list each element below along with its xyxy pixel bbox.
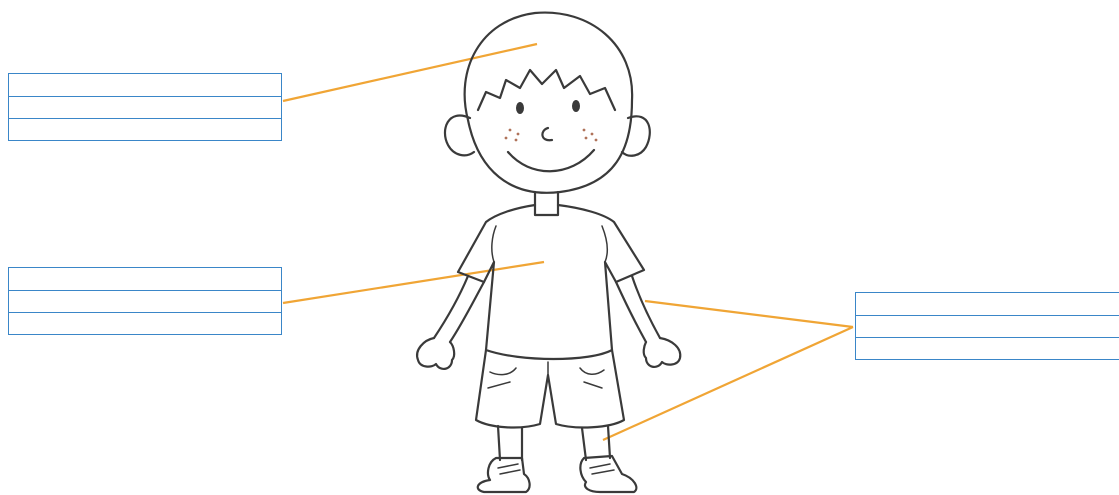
answer-line[interactable] — [9, 118, 281, 140]
label-box-limbs[interactable] — [855, 292, 1119, 360]
answer-line[interactable] — [9, 74, 281, 96]
label-box-body[interactable] — [8, 267, 282, 335]
label-box-head[interactable] — [8, 73, 282, 141]
answer-line[interactable] — [856, 337, 1119, 359]
answer-line[interactable] — [9, 290, 281, 312]
answer-line[interactable] — [9, 96, 281, 118]
legs-drawing — [498, 426, 610, 460]
neck-drawing — [535, 192, 558, 215]
answer-line[interactable] — [9, 312, 281, 334]
shorts-drawing — [476, 350, 624, 427]
leader-line-leg — [603, 327, 853, 440]
leader-line-arm — [645, 301, 853, 327]
leader-line-body — [283, 262, 544, 303]
leader-line-head — [283, 44, 537, 101]
answer-line[interactable] — [9, 268, 281, 290]
head-drawing — [445, 13, 650, 193]
shoes-drawing — [478, 456, 637, 492]
answer-line[interactable] — [856, 315, 1119, 337]
answer-line[interactable] — [856, 293, 1119, 315]
arms-drawing — [417, 276, 680, 369]
